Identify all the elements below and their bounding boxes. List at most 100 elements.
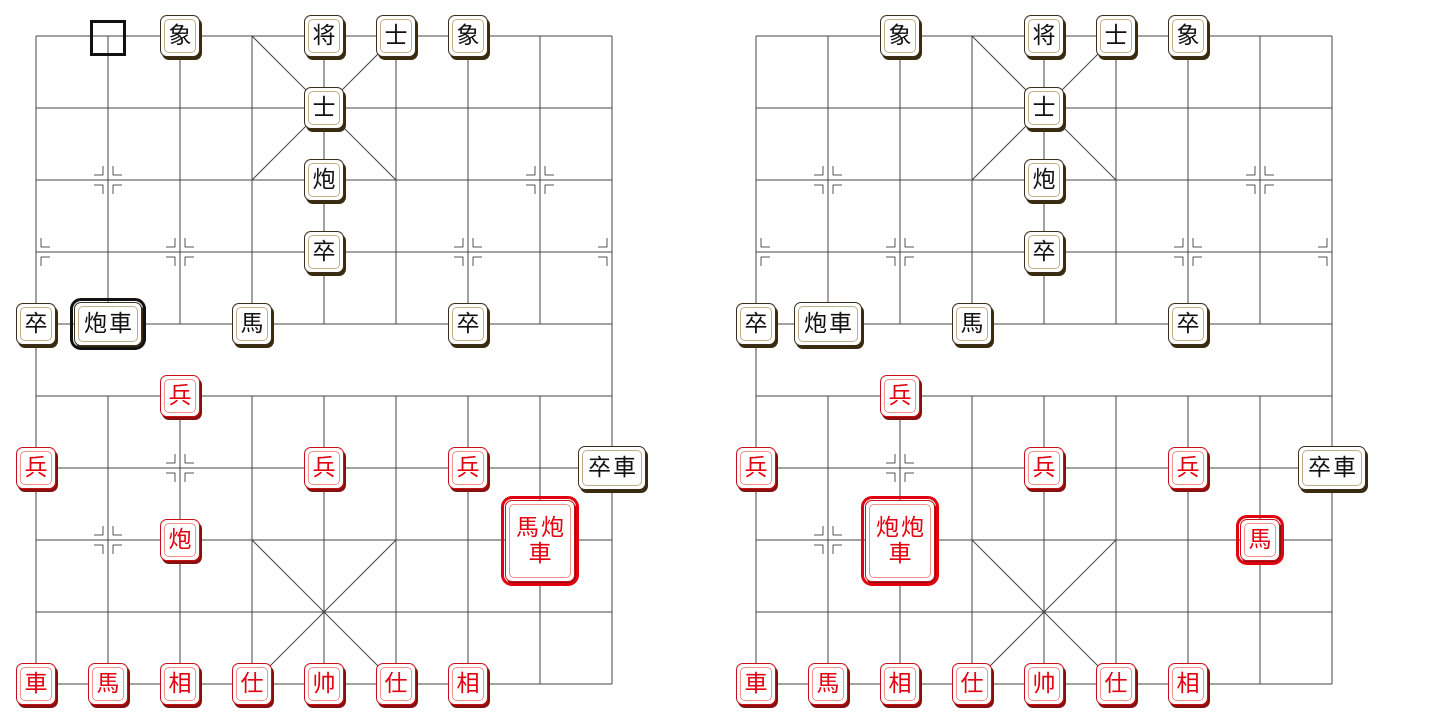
piece-label: 馬 — [96, 671, 120, 697]
red-piece[interactable]: 仕 — [1096, 663, 1136, 705]
red-piece[interactable]: 馬 — [1236, 515, 1284, 565]
red-piece[interactable]: 相 — [448, 663, 488, 705]
red-piece[interactable]: 兵 — [1024, 447, 1064, 489]
black-piece[interactable]: 卒 — [1168, 303, 1208, 345]
red-piece[interactable]: 仕 — [232, 663, 272, 705]
piece-label: 卒 — [312, 239, 336, 265]
piece-label: 士 — [1104, 23, 1128, 49]
black-piece[interactable]: 士 — [1024, 87, 1064, 129]
position-marker — [184, 256, 194, 266]
piece-label: 馬 — [816, 671, 840, 697]
piece-label: 士 — [384, 23, 408, 49]
black-piece[interactable]: 士 — [1096, 15, 1136, 57]
red-piece[interactable]: 兵 — [880, 375, 920, 417]
black-piece[interactable]: 卒 — [448, 303, 488, 345]
piece-label: 相 — [888, 671, 912, 697]
position-marker — [112, 544, 122, 554]
position-marker — [886, 454, 896, 464]
piece-label: 馬 — [960, 311, 984, 337]
red-piece[interactable]: 馬 — [88, 663, 128, 705]
red-piece[interactable]: 帅 — [304, 663, 344, 705]
black-piece[interactable]: 卒 — [304, 231, 344, 273]
position-marker — [1246, 166, 1256, 176]
position-marker — [544, 166, 554, 176]
position-marker — [472, 238, 482, 248]
piece-label: 炮 — [804, 311, 827, 337]
red-piece[interactable]: 炮 — [160, 519, 200, 561]
piece-label: 兵 — [888, 383, 912, 409]
red-piece[interactable]: 馬炮車 — [501, 496, 579, 586]
board-right[interactable]: 象将士象士炮卒卒炮車馬卒兵兵兵兵卒車炮炮車馬車馬相仕帅仕相 — [720, 0, 1440, 720]
black-piece[interactable]: 象 — [880, 15, 920, 57]
piece-label: 卒 — [456, 311, 480, 337]
piece-label: 兵 — [312, 455, 336, 481]
piece-label: 炮 — [876, 515, 899, 541]
black-piece[interactable]: 将 — [1024, 15, 1064, 57]
piece-label: 象 — [888, 23, 912, 49]
red-piece[interactable]: 兵 — [160, 375, 200, 417]
piece-label: 仕 — [1104, 671, 1128, 697]
red-piece[interactable]: 炮炮車 — [861, 496, 939, 586]
black-piece[interactable]: 炮車 — [794, 302, 862, 346]
piece-label: 帅 — [1032, 671, 1056, 697]
piece-label: 相 — [168, 671, 192, 697]
position-marker — [814, 544, 824, 554]
black-piece[interactable]: 炮 — [1024, 159, 1064, 201]
position-marker — [40, 256, 50, 266]
red-piece[interactable]: 兵 — [736, 447, 776, 489]
red-piece[interactable]: 兵 — [304, 447, 344, 489]
position-marker — [1192, 256, 1202, 266]
red-piece[interactable]: 仕 — [952, 663, 992, 705]
position-marker — [454, 238, 464, 248]
black-piece[interactable]: 象 — [448, 15, 488, 57]
black-piece[interactable]: 卒車 — [1298, 446, 1366, 490]
black-piece[interactable]: 卒 — [736, 303, 776, 345]
red-piece[interactable]: 帅 — [1024, 663, 1064, 705]
piece-label: 卒 — [588, 455, 611, 481]
black-piece[interactable]: 象 — [1168, 15, 1208, 57]
board-left[interactable]: 象将士象士炮卒卒炮車馬卒兵兵兵兵卒車炮馬炮車車馬相仕帅仕相 — [0, 0, 720, 720]
cursor-square[interactable] — [90, 20, 126, 56]
position-marker — [184, 472, 194, 482]
position-marker — [904, 238, 914, 248]
red-piece[interactable]: 馬 — [808, 663, 848, 705]
piece-label: 炮 — [541, 515, 564, 541]
position-marker — [1246, 184, 1256, 194]
black-piece[interactable]: 炮 — [304, 159, 344, 201]
black-piece[interactable]: 卒 — [1024, 231, 1064, 273]
position-marker — [1192, 238, 1202, 248]
red-piece[interactable]: 相 — [160, 663, 200, 705]
piece-label: 馬 — [516, 515, 539, 541]
position-marker — [1174, 238, 1184, 248]
red-piece[interactable]: 相 — [1168, 663, 1208, 705]
red-piece[interactable]: 仕 — [376, 663, 416, 705]
board-grid — [755, 35, 1333, 685]
piece-label: 馬 — [1248, 527, 1272, 553]
piece-label: 炮 — [312, 167, 336, 193]
position-marker — [166, 454, 176, 464]
piece-label: 車 — [888, 541, 912, 567]
red-piece[interactable]: 車 — [736, 663, 776, 705]
red-piece[interactable]: 兵 — [448, 447, 488, 489]
black-piece[interactable]: 馬 — [952, 303, 992, 345]
black-piece[interactable]: 士 — [376, 15, 416, 57]
red-piece[interactable]: 兵 — [16, 447, 56, 489]
red-piece[interactable]: 相 — [880, 663, 920, 705]
black-piece[interactable]: 炮車 — [70, 298, 146, 350]
piece-label: 仕 — [960, 671, 984, 697]
piece-label: 炮 — [901, 515, 924, 541]
position-marker — [904, 256, 914, 266]
black-piece[interactable]: 卒 — [16, 303, 56, 345]
red-piece[interactable]: 車 — [16, 663, 56, 705]
position-marker — [1318, 238, 1328, 248]
position-marker — [184, 454, 194, 464]
black-piece[interactable]: 将 — [304, 15, 344, 57]
black-piece[interactable]: 馬 — [232, 303, 272, 345]
position-marker — [598, 238, 608, 248]
black-piece[interactable]: 卒車 — [578, 446, 646, 490]
piece-label: 兵 — [1176, 455, 1200, 481]
red-piece[interactable]: 兵 — [1168, 447, 1208, 489]
black-piece[interactable]: 象 — [160, 15, 200, 57]
piece-label: 馬 — [240, 311, 264, 337]
black-piece[interactable]: 士 — [304, 87, 344, 129]
